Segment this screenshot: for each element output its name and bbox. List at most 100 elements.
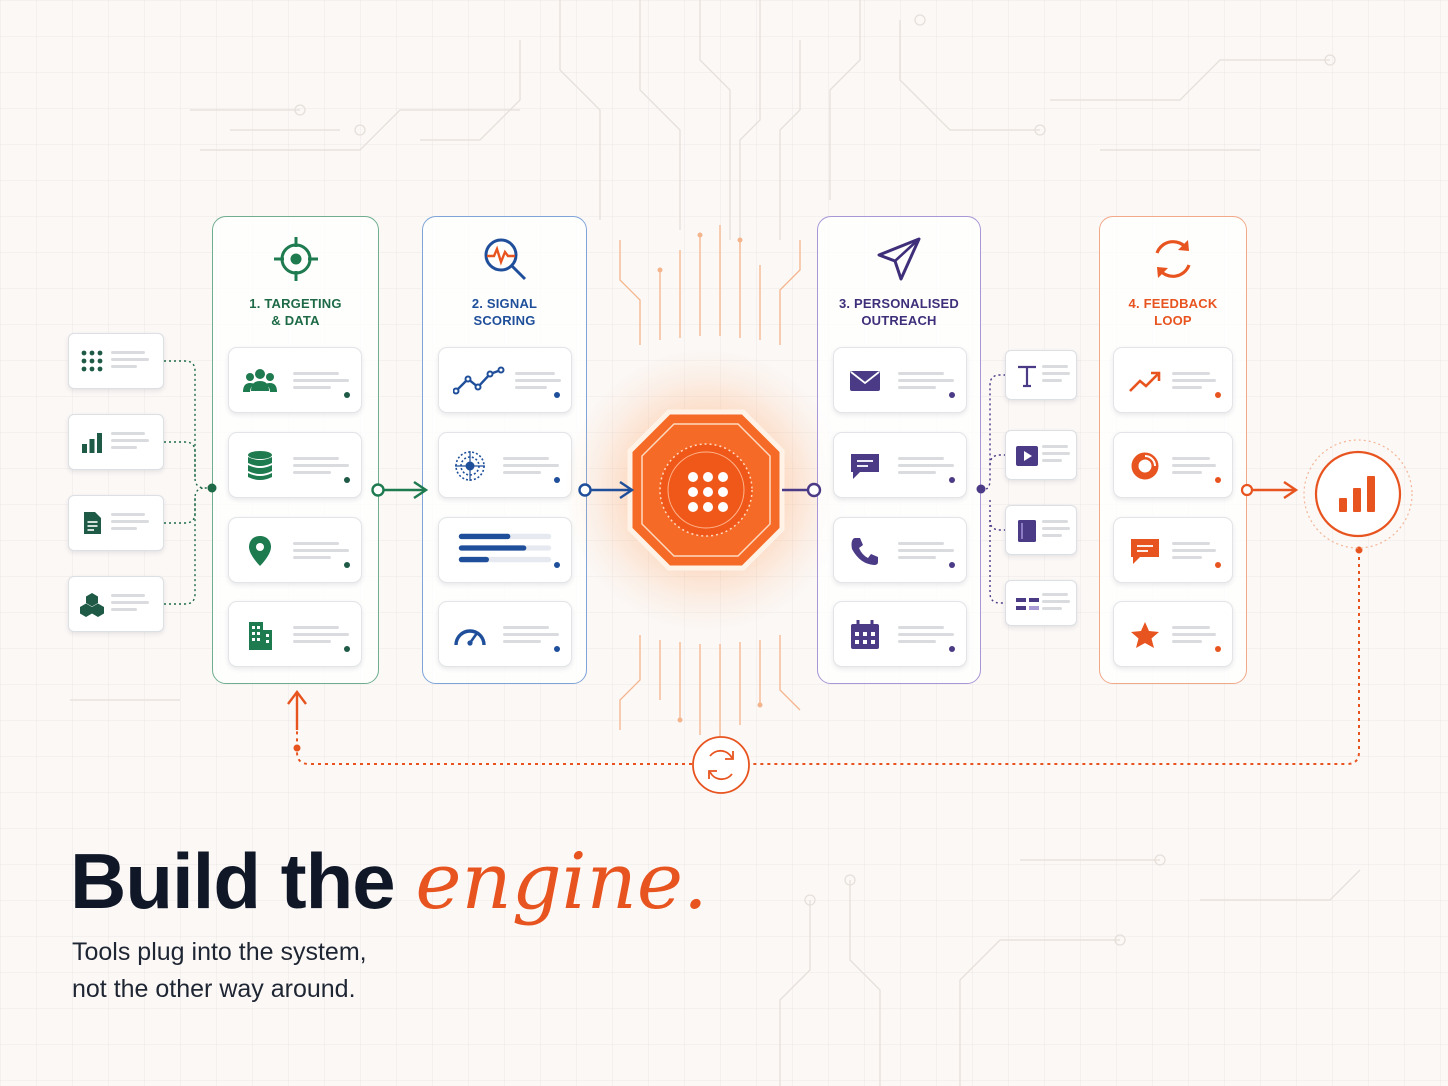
refresh-icon xyxy=(1155,240,1191,278)
users-icon xyxy=(243,369,277,392)
card-company[interactable] xyxy=(228,601,362,667)
text-placeholder-lines xyxy=(111,351,149,372)
text-placeholder-lines xyxy=(111,594,149,615)
status-dot xyxy=(554,477,560,483)
bar-chart-icon xyxy=(82,433,102,453)
loop-indicator[interactable] xyxy=(690,734,752,796)
status-dot xyxy=(344,562,350,568)
text-icon xyxy=(1018,365,1036,388)
card-calendar[interactable] xyxy=(833,601,967,667)
map-pin-icon xyxy=(249,536,271,566)
card-phone[interactable] xyxy=(833,517,967,583)
status-dot xyxy=(344,392,350,398)
layout-icon xyxy=(1016,598,1039,610)
bar-chart-result-icon xyxy=(1339,476,1375,512)
gauge-icon xyxy=(454,629,486,646)
headline: Build the engine. xyxy=(70,836,708,927)
stage-title-line1: 4. FEEDBACK xyxy=(1128,296,1218,311)
cycle-icon xyxy=(708,749,734,781)
card-users[interactable] xyxy=(228,347,362,413)
chat-icon xyxy=(851,454,879,479)
donut-chart-icon xyxy=(1131,452,1159,480)
result-metric[interactable] xyxy=(1300,436,1416,552)
text-placeholder-lines xyxy=(293,626,349,647)
headline-accent: engine. xyxy=(415,837,708,927)
text-placeholder-lines xyxy=(111,432,149,453)
text-placeholder-lines xyxy=(1042,445,1070,466)
status-dot xyxy=(949,477,955,483)
text-placeholder-lines xyxy=(293,457,349,478)
card-location[interactable] xyxy=(228,517,362,583)
comment-icon xyxy=(1131,539,1159,564)
text-placeholder-lines xyxy=(1042,593,1070,614)
stage-feedback-loop[interactable]: 4. FEEDBACK LOOP xyxy=(1099,216,1247,684)
send-icon xyxy=(877,237,921,281)
stage-targeting[interactable]: 1. TARGETING & DATA xyxy=(212,216,379,684)
stage-title-line1: 3. PERSONALISED xyxy=(838,296,960,311)
input-tool-integrations[interactable] xyxy=(68,576,164,632)
text-placeholder-lines xyxy=(898,372,954,393)
card-database[interactable] xyxy=(228,432,362,498)
text-placeholder-lines xyxy=(898,542,954,563)
book-icon xyxy=(1018,520,1036,542)
output-tool-text[interactable] xyxy=(1005,350,1077,400)
text-placeholder-lines xyxy=(111,513,149,534)
text-placeholder-lines xyxy=(1042,365,1070,386)
stage-title-line1: 2. SIGNAL xyxy=(471,296,538,311)
status-dot xyxy=(1215,562,1221,568)
star-icon xyxy=(1131,622,1159,648)
input-tool-grid[interactable] xyxy=(68,333,164,389)
text-placeholder-lines xyxy=(1172,626,1216,647)
card-donut[interactable] xyxy=(1113,432,1233,498)
text-placeholder-lines xyxy=(1172,457,1216,478)
card-trend[interactable] xyxy=(438,347,572,413)
mail-icon xyxy=(850,371,880,391)
input-tool-document[interactable] xyxy=(68,495,164,551)
output-tool-video[interactable] xyxy=(1005,430,1077,480)
phone-icon xyxy=(851,538,878,565)
card-score-bars[interactable] xyxy=(438,517,572,583)
card-comment[interactable] xyxy=(1113,517,1233,583)
radar-icon xyxy=(455,451,485,481)
text-placeholder-lines xyxy=(293,542,349,563)
stage-title-line2: LOOP xyxy=(1154,313,1192,328)
subtitle-line2: not the other way around. xyxy=(72,975,356,1003)
subtitle-line1: Tools plug into the system, xyxy=(72,938,367,966)
input-tool-analytics[interactable] xyxy=(68,414,164,470)
status-dot xyxy=(1215,477,1221,483)
text-placeholder-lines xyxy=(898,626,954,647)
stage-title-line2: & DATA xyxy=(271,313,320,328)
text-placeholder-lines xyxy=(1172,372,1216,393)
grid-dots-icon xyxy=(81,350,103,372)
database-icon xyxy=(248,451,272,480)
bar-rows-icon xyxy=(458,533,552,563)
output-tool-book[interactable] xyxy=(1005,505,1077,555)
card-trend-up[interactable] xyxy=(1113,347,1233,413)
stage-title-line2: OUTREACH xyxy=(861,313,937,328)
signal-search-icon xyxy=(484,238,526,281)
stage-title-line1: 1. TARGETING xyxy=(249,296,342,311)
status-dot xyxy=(344,477,350,483)
card-star[interactable] xyxy=(1113,601,1233,667)
text-placeholder-lines xyxy=(293,372,349,393)
trend-up-icon xyxy=(1129,371,1161,392)
card-email[interactable] xyxy=(833,347,967,413)
text-placeholder-lines xyxy=(1042,520,1070,541)
output-tool-layout[interactable] xyxy=(1005,580,1077,626)
card-gauge[interactable] xyxy=(438,601,572,667)
card-chat[interactable] xyxy=(833,432,967,498)
status-dot xyxy=(1215,392,1221,398)
cubes-icon xyxy=(80,593,104,617)
subtitle: Tools plug into the system, not the othe… xyxy=(72,934,592,1008)
stage-personalised-outreach[interactable]: 3. PERSONALISED OUTREACH xyxy=(817,216,981,684)
status-dot xyxy=(554,646,560,652)
document-icon xyxy=(84,512,101,534)
status-dot xyxy=(554,562,560,568)
target-icon xyxy=(273,237,318,281)
line-chart-icon xyxy=(453,366,505,395)
status-dot xyxy=(949,646,955,652)
text-placeholder-lines xyxy=(503,457,559,478)
status-dot xyxy=(554,392,560,398)
